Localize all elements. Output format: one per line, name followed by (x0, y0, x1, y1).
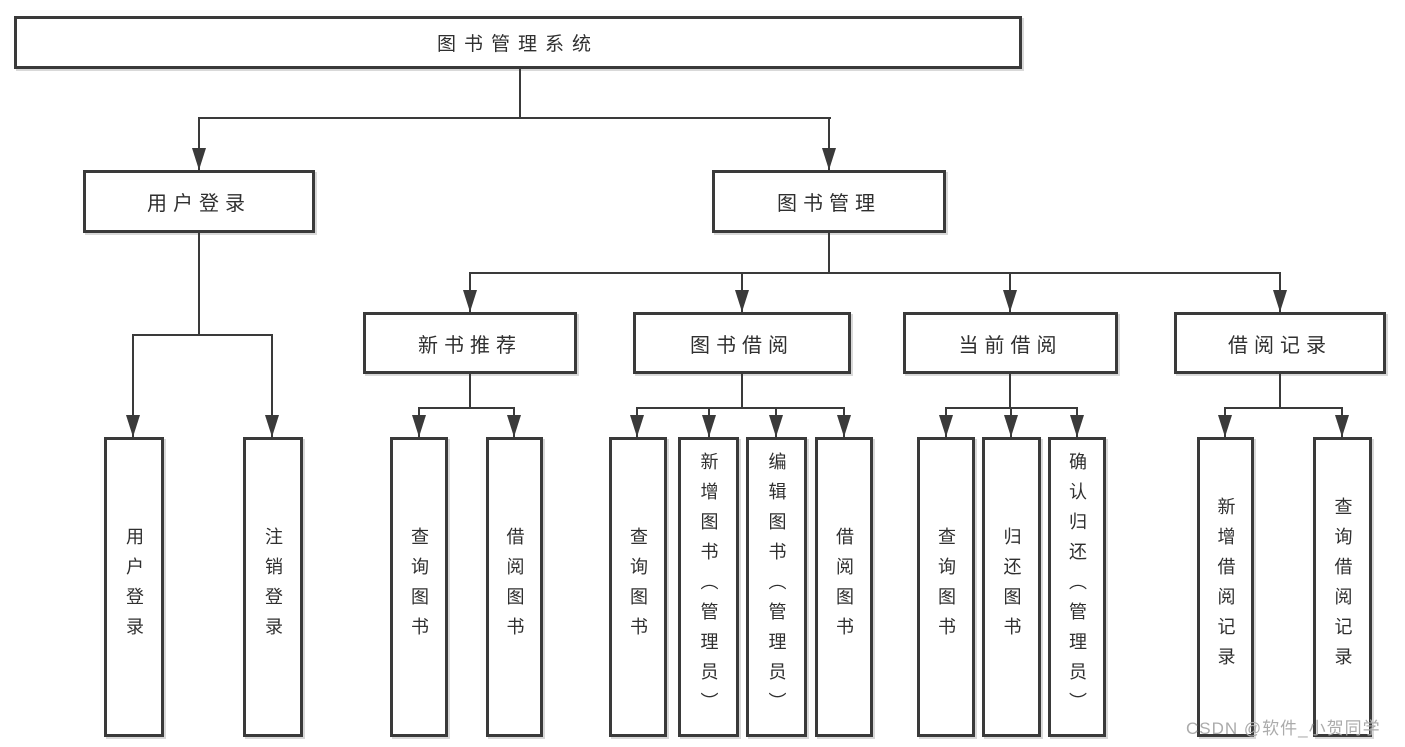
arrow-down-icon (126, 415, 140, 437)
h-line (198, 117, 831, 119)
node-label: 当前借阅 (958, 334, 1063, 357)
watermark: CSDN @软件_小贺同学 (1186, 719, 1381, 738)
node-book-management: 图书管理 (712, 170, 946, 233)
arrow-down-icon (192, 148, 206, 170)
arrow-down-icon (507, 415, 521, 437)
arrow-down-icon (463, 290, 477, 312)
leaf-user-login: 用户登录 (104, 437, 164, 737)
h-line (418, 407, 515, 409)
arrow-down-icon (1003, 290, 1017, 312)
v-line (828, 233, 830, 274)
arrow-down-icon (837, 415, 851, 437)
h-line (132, 334, 273, 336)
leaf-label: 查询图书 (628, 527, 648, 647)
arrow-down-icon (412, 415, 426, 437)
arrow-down-icon (1335, 415, 1349, 437)
leaf-borrow-books: 借阅图书 (815, 437, 873, 737)
v-line (828, 117, 830, 170)
h-line (469, 272, 1281, 274)
node-label: 图书管理 (777, 193, 881, 215)
arrow-down-icon (1004, 415, 1018, 437)
v-line (469, 374, 471, 409)
leaf-query-books-recommend: 查询图书 (390, 437, 448, 737)
v-line (198, 117, 200, 170)
v-line (198, 233, 200, 336)
leaf-borrow-books-recommend: 借阅图书 (486, 437, 543, 737)
leaf-query-books-current: 查询图书 (917, 437, 975, 737)
leaf-label: 借阅图书 (504, 527, 525, 647)
leaf-label: 用户登录 (124, 527, 144, 647)
arrow-down-icon (630, 415, 644, 437)
leaf-confirm-return-admin: 确认归还（管理员） (1048, 437, 1106, 737)
leaf-return-books: 归还图书 (982, 437, 1041, 737)
h-line (636, 407, 845, 409)
arrow-down-icon (265, 415, 279, 437)
leaf-query-books-borrow: 查询图书 (609, 437, 667, 737)
v-line (271, 334, 273, 437)
leaf-label: 编辑图书（管理员） (766, 452, 787, 722)
leaf-add-borrow-record: 新增借阅记录 (1197, 437, 1254, 737)
arrow-down-icon (1070, 415, 1084, 437)
v-line (741, 374, 743, 409)
arrow-down-icon (769, 415, 783, 437)
node-library-management-system: 图书管理系统 (14, 16, 1022, 69)
arrow-down-icon (735, 290, 749, 312)
leaf-label: 新增借阅记录 (1215, 497, 1236, 677)
leaf-label: 确认归还（管理员） (1067, 452, 1087, 722)
node-user-login: 用户登录 (83, 170, 315, 233)
node-label: 图书管理系统 (436, 34, 599, 55)
leaf-query-borrow-record: 查询借阅记录 (1313, 437, 1372, 737)
leaf-label: 查询借阅记录 (1332, 497, 1353, 677)
arrow-down-icon (822, 148, 836, 170)
leaf-label: 借阅图书 (834, 527, 854, 647)
node-borrow-records: 借阅记录 (1174, 312, 1386, 374)
arrow-down-icon (1218, 415, 1232, 437)
v-line (132, 334, 134, 437)
v-line (1279, 374, 1281, 409)
node-label: 图书借阅 (690, 334, 794, 357)
leaf-label: 新增图书（管理员） (698, 452, 719, 722)
arrow-down-icon (1273, 290, 1287, 312)
arrow-down-icon (939, 415, 953, 437)
arrow-down-icon (702, 415, 716, 437)
leaf-label: 注销登录 (263, 527, 283, 647)
leaf-label: 归还图书 (1001, 527, 1022, 647)
node-current-borrow: 当前借阅 (903, 312, 1118, 374)
leaf-add-books-admin: 新增图书（管理员） (678, 437, 739, 737)
leaf-label: 查询图书 (409, 527, 429, 647)
node-label: 借阅记录 (1228, 334, 1332, 357)
v-line (519, 69, 521, 119)
node-book-borrow: 图书借阅 (633, 312, 851, 374)
leaf-logout: 注销登录 (243, 437, 303, 737)
leaf-label: 查询图书 (936, 527, 956, 647)
node-label: 用户登录 (147, 193, 251, 215)
leaf-edit-books-admin: 编辑图书（管理员） (746, 437, 807, 737)
h-line (1224, 407, 1343, 409)
node-label: 新书推荐 (418, 334, 522, 357)
v-line (1009, 374, 1011, 409)
node-new-book-recommend: 新书推荐 (363, 312, 577, 374)
